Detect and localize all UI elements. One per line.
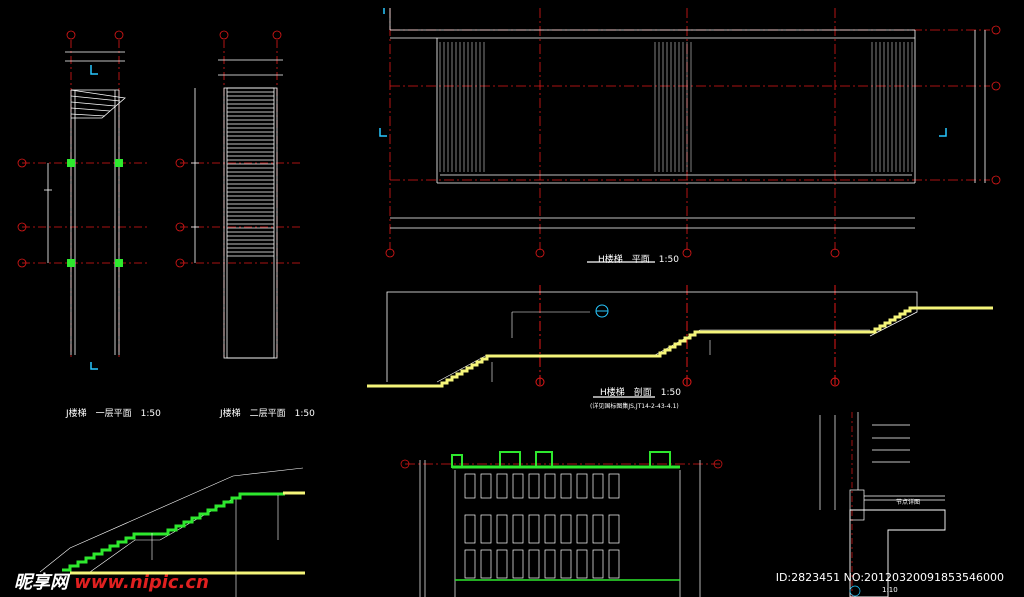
detail-title: 节点详图: [896, 499, 921, 506]
section-j: [39, 467, 305, 597]
window: [544, 473, 556, 499]
section-h-note: (详见国标图集JS,JT14-2-43-4.1): [590, 403, 679, 410]
plan-h-title: H楼梯 平面 1:50: [598, 255, 679, 265]
window: [464, 549, 476, 579]
window: [592, 549, 604, 579]
window: [576, 514, 588, 544]
window: [496, 514, 508, 544]
detail-scale: 1:10: [882, 586, 898, 594]
elevation: [400, 451, 723, 597]
window: [560, 473, 572, 499]
plan-j1: [17, 30, 150, 370]
window: [512, 549, 524, 579]
window: [480, 514, 492, 544]
window: [480, 473, 492, 499]
window: [480, 549, 492, 579]
window: [512, 514, 524, 544]
window: [608, 473, 620, 499]
window: [560, 514, 572, 544]
watermark-url: www.nipic.cn: [74, 572, 209, 593]
window: [576, 473, 588, 499]
window: [560, 549, 572, 579]
window: [528, 473, 540, 499]
window: [496, 473, 508, 499]
plan-h: [379, 8, 1001, 263]
node-detail: [819, 412, 946, 597]
window: [592, 514, 604, 544]
window: [544, 514, 556, 544]
window: [528, 549, 540, 579]
watermark-logo: 昵享网 www.nipic.cn: [14, 568, 209, 594]
plan-j2: [175, 30, 300, 360]
watermark-id: ID:2823451 NO:20120320091853546000: [775, 571, 1004, 584]
window: [496, 549, 508, 579]
window: [544, 549, 556, 579]
watermark-logo-text: 昵享网: [14, 572, 68, 593]
plan-j1-title: J楼梯 一层平面 1:50: [66, 409, 161, 419]
section-h: [367, 285, 993, 398]
window: [576, 549, 588, 579]
window: [608, 514, 620, 544]
section-h-title: H楼梯 剖面 1:50: [600, 388, 681, 398]
window: [528, 514, 540, 544]
window: [608, 549, 620, 579]
window: [512, 473, 524, 499]
window: [464, 473, 476, 499]
plan-j2-title: J楼梯 二层平面 1:50: [220, 409, 315, 419]
window: [592, 473, 604, 499]
window: [464, 514, 476, 544]
